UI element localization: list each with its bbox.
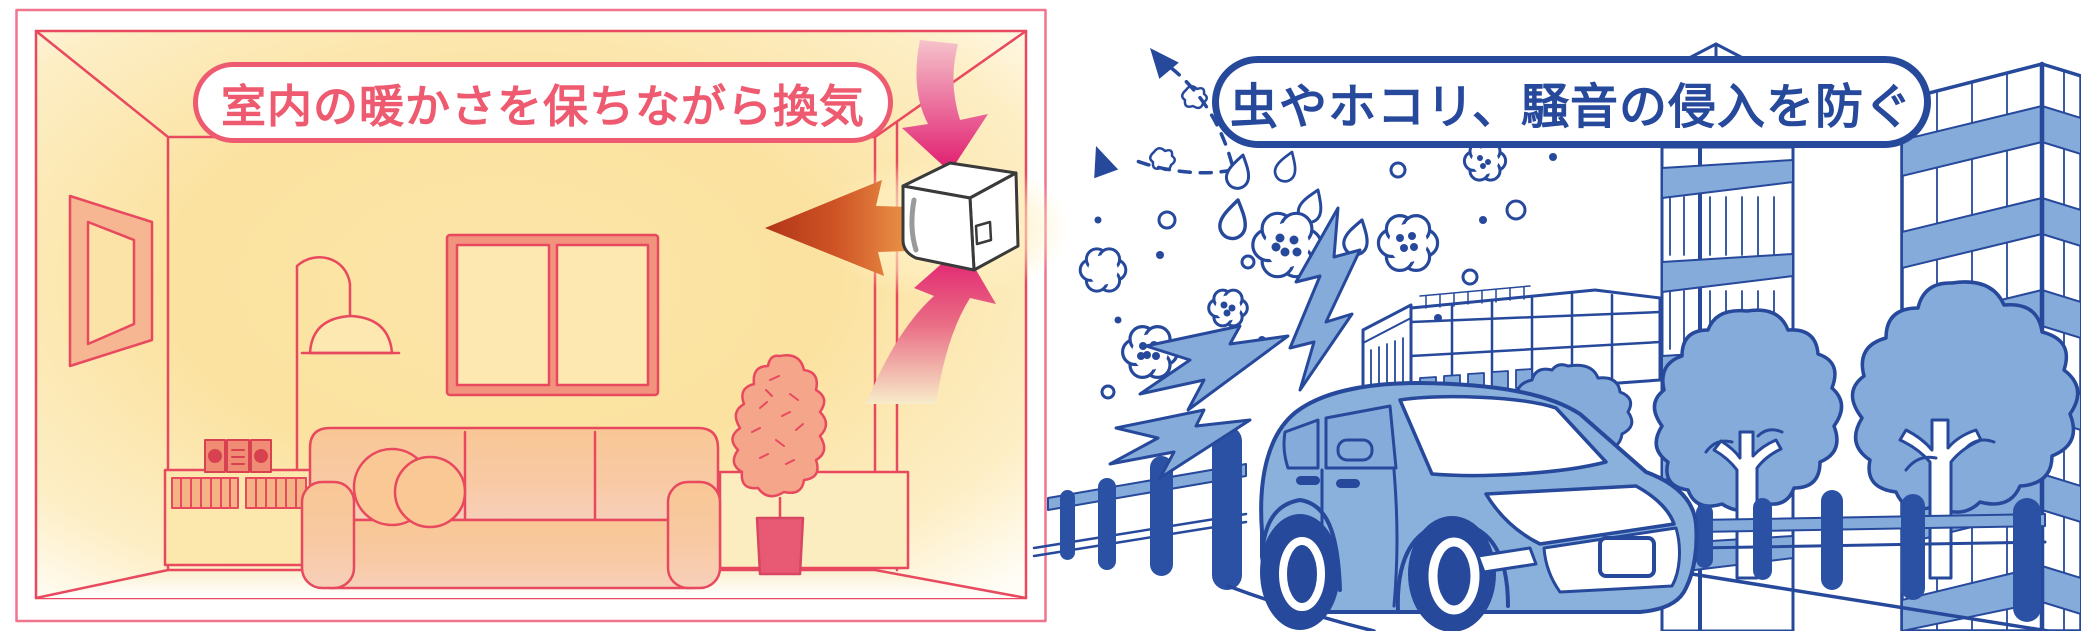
fence-post [1212,426,1242,590]
lightning-bolt [1108,408,1252,480]
window [445,233,660,397]
fence-post [1098,478,1116,570]
street-tree [1850,280,2080,580]
exhaust-arrow [866,246,996,404]
dust-circles [1100,161,1527,400]
plant-leaf-marks [751,375,804,465]
warm-caption-banner: 室内の暖かさを保ちながら換気 [193,62,893,143]
pollen-puff [1078,247,1128,293]
ventilation-unit [901,161,1020,272]
guard-fence-right [1638,490,2047,622]
fog-light [1476,546,1538,574]
pollen-dust [1078,140,1557,400]
flying-insects [1094,48,1234,179]
raindrop-icon [1273,150,1297,183]
insect-trail [1132,158,1234,175]
raindrop-icon [1224,153,1251,190]
fence-post [2013,498,2041,622]
wheel-rim [1279,537,1325,611]
pollen-puff [1207,288,1249,328]
bug-icon [1181,85,1208,110]
wheel-rim [1428,537,1480,615]
door-handle [1296,476,1320,485]
guard-fence-left [1032,426,1248,590]
street-panel [1032,42,2081,631]
side-mirror [1336,438,1374,462]
sofa-cushion [393,455,467,529]
sofa-armrest [666,480,722,590]
tree-canopy [1850,280,2080,514]
vent-slit [909,197,919,253]
warm-caption-text: 室内の暖かさを保ちながら換気 [220,80,865,133]
rear-window [1282,418,1320,470]
cool-caption-banner: 虫やホコリ、騒音の侵入を防ぐ [1212,56,1931,148]
noise-lightning [1108,206,1362,480]
stereo [204,439,272,473]
warm-air-arrow [765,180,1005,276]
intake-arrow [902,40,988,172]
fence-post [1821,490,1843,590]
vent-button [974,220,993,246]
insect-icon [1094,146,1119,179]
bug-icon [1149,147,1176,172]
windshield [1398,394,1608,478]
license-plate [1598,536,1656,578]
room-panel [15,8,1070,623]
street-tree [1652,308,1844,580]
lightning-bolt [1138,324,1290,412]
sofa-seat [304,518,720,590]
lamp-arm [295,256,352,320]
sofa-armrest [300,480,356,590]
fence-post [1696,504,1713,568]
front-wheel [1408,516,1496,631]
fence-post [1753,498,1772,580]
rain-drops [1218,150,1369,257]
cool-caption-text: 虫やホコリ、騒音の侵入を防ぐ [1229,79,1914,135]
tree-trunk [1712,430,1783,580]
fence-post [1060,490,1075,560]
rear-wheel [1260,514,1340,630]
car [1259,381,1699,631]
pollen-puff [1251,211,1323,279]
room-outer-frame [15,8,1047,623]
insect-trail [1164,62,1234,166]
plant-pot [755,516,805,576]
fence-post [1150,456,1173,576]
picture-frame [68,194,154,368]
floor-lamp [295,256,401,482]
headlight [1484,484,1676,546]
raindrop-icon [1218,198,1247,241]
lamp-shade [308,314,394,355]
pollen-puff [1462,140,1508,182]
insect-icon [1150,48,1179,79]
road-edge [1690,572,2050,631]
sofa [300,426,722,590]
door-line [1392,468,1399,608]
roof-railing [1419,285,1531,309]
mid-building [1361,285,1662,406]
lightning-bolt [1288,206,1362,392]
plant-foliage [731,354,828,498]
door-handle [1336,479,1360,488]
pollen-puff [1376,214,1440,272]
potted-plant [731,354,828,576]
fence-post [1901,494,1925,600]
